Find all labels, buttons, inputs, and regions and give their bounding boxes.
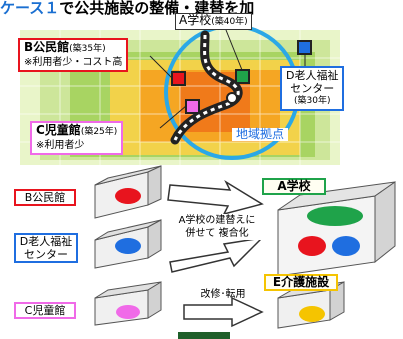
renovate-text-span: 改修･転用: [200, 289, 246, 300]
c-center-name: C児童館: [36, 123, 81, 137]
label-d-center: D老人福祉 センター (築30年): [280, 66, 345, 111]
school-a-age: (築40年): [211, 17, 248, 27]
road-dashes: [173, 34, 240, 141]
flow-d-center-line1: D老人福祉: [19, 235, 73, 248]
merge-text: A学校の建替えに 併せて 複合化: [168, 214, 266, 240]
header-highlight: ケース１: [0, 0, 60, 17]
school-a-name: A学校: [179, 13, 212, 27]
b-hall-age: (築35年): [69, 44, 106, 54]
d-center-line1: D老人福祉: [286, 69, 339, 82]
c-center-note: ※利用者少: [36, 140, 85, 151]
header-rest: で公共施設の整備・建替を加: [59, 0, 255, 17]
label-c-center: C児童館(築25年) ※利用者少: [30, 121, 124, 155]
marker-c-center: [185, 99, 200, 114]
merge-text-line1: A学校の建替えに: [178, 215, 256, 226]
flow-e-facility-text: E介護施設: [272, 275, 330, 289]
marker-school-a: [235, 69, 250, 84]
label-b-hall: B公民館(築35年) ※利用者少・コスト高: [18, 38, 129, 72]
flow-school-a: A学校: [262, 178, 326, 195]
b-hall-note: ※利用者少・コスト高: [24, 57, 123, 68]
flow-d-center: D老人福祉 センター: [14, 233, 78, 263]
flow-c-center-text: C児童館: [24, 304, 66, 317]
school-a-building: [277, 181, 396, 277]
hub-label-text: 地域拠点: [236, 127, 285, 141]
b-hall-building: [94, 165, 162, 219]
marker-b-hall: [171, 71, 186, 86]
renovate-text: 改修･転用: [190, 288, 256, 301]
b-hall-name: B公民館: [24, 40, 70, 54]
d-center-line2: センター: [290, 82, 335, 95]
marker-d-center: [297, 40, 312, 55]
hub-circle-marker: [226, 92, 238, 104]
callout-lines: [149, 29, 306, 129]
flow-e-facility: E介護施設: [264, 274, 338, 291]
d-center-building: [94, 219, 162, 269]
merge-text-line2: 併せて 複合化: [185, 228, 249, 239]
label-hub: 地域拠点: [232, 127, 289, 141]
flow-c-center: C児童館: [14, 302, 76, 319]
label-school-a: A学校(築40年): [175, 13, 252, 30]
flow-school-a-text: A学校: [277, 179, 311, 193]
flow-b-hall: B公民館: [14, 189, 76, 206]
c-center-building: [94, 281, 162, 326]
merge-arrows: [167, 179, 265, 273]
c-center-age: (築25年): [80, 127, 118, 137]
renovate-arrow: [183, 296, 264, 328]
flow-d-center-line2: センター: [24, 248, 68, 261]
d-center-age: (築30年): [294, 96, 331, 106]
bottom-box-fragment: [178, 332, 230, 339]
flow-b-hall-text: B公民館: [24, 191, 66, 204]
header-title: ケース１で公共施設の整備・建替を加: [0, 0, 403, 17]
